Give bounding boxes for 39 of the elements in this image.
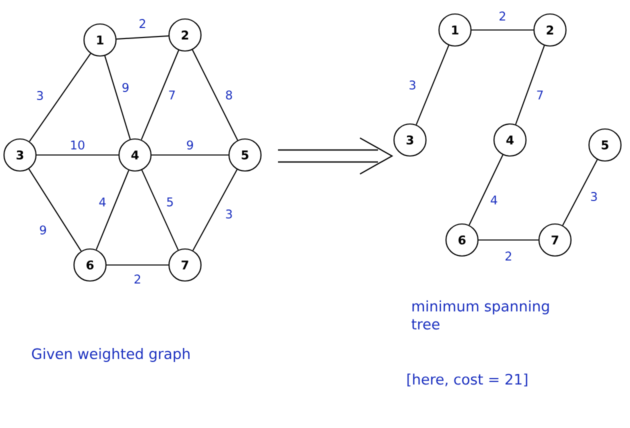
edge-line [96, 170, 130, 250]
edge-line [192, 169, 238, 251]
edge-line [140, 50, 180, 140]
edge-weight: 8 [224, 89, 234, 101]
edge-weight: 4 [98, 196, 108, 208]
edge-line [36, 154, 118, 156]
edge-weight: 3 [589, 190, 599, 202]
edge-line [141, 170, 179, 250]
edge-weight: 9 [38, 224, 48, 236]
edge-line [106, 264, 168, 266]
edge-weight: 3 [408, 79, 418, 91]
caption-text: Given weighted graph [32, 348, 190, 362]
edge-line [29, 53, 91, 142]
edge-line [515, 45, 545, 125]
edge-weight: 3 [35, 90, 45, 102]
edge-line [478, 239, 538, 241]
edge-weight: 7 [167, 90, 177, 100]
edge-weight: 2 [498, 10, 508, 22]
edge-line [468, 154, 504, 226]
edge-line [472, 29, 534, 31]
edge-line [28, 168, 82, 252]
edge-weight: 10 [68, 139, 86, 151]
edge-weight: 9 [185, 139, 195, 151]
edge-line [192, 50, 238, 140]
edge-line [116, 35, 169, 40]
edge-weight: 3 [224, 208, 234, 220]
edge-weight: 7 [535, 90, 545, 100]
edge-weight: 2 [504, 250, 514, 262]
edge-line [152, 154, 228, 156]
edge-weight: 5 [165, 196, 175, 208]
caption-text: minimum spanning tree [412, 300, 549, 330]
edge-line [104, 56, 131, 140]
edge-weight: 2 [138, 18, 148, 29]
edge-weight: 2 [132, 274, 142, 284]
caption-text: [here, cost = 21] [407, 374, 528, 386]
edge-line [416, 45, 450, 125]
edge-weight: 4 [489, 194, 499, 206]
edge-line [562, 159, 598, 226]
edge-weight: 9 [120, 82, 130, 94]
